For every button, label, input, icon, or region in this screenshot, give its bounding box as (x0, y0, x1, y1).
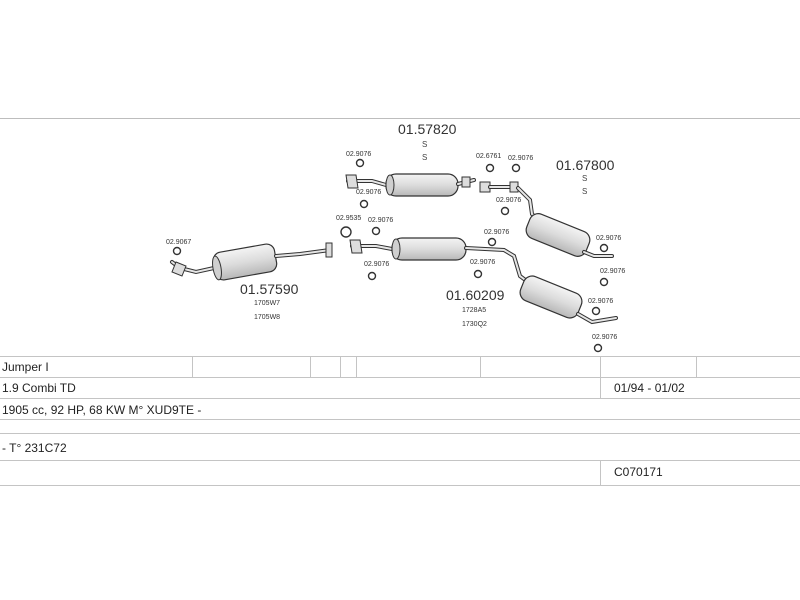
part-mark-s-2: S (422, 153, 427, 162)
upper-rear-muffler (516, 186, 614, 258)
clip-02-9076-e-icon (599, 243, 609, 253)
clip-label-02-9076-i: 02.9076 (484, 229, 509, 236)
clip-label-02-9067: 02.9067 (166, 239, 191, 246)
clip-02-9076-k-icon (591, 306, 601, 316)
upper-rear-muffler-body (525, 213, 591, 257)
clip-02-6761-icon (485, 163, 495, 173)
upper-centre-muffler (345, 173, 476, 197)
top-frame-line (0, 118, 800, 119)
part-code-1730q2: 1730Q2 (462, 321, 487, 328)
engine-spec: 1905 cc, 92 HP, 68 KW M° XUD9TE - (2, 403, 202, 417)
clip-02-9076-g-icon (371, 226, 381, 236)
part-code-1728a5: 1728A5 (462, 307, 486, 314)
part-number-01-67800: 01.67800 (556, 157, 615, 173)
lower-rear-muffler-body (519, 275, 583, 319)
connector-pipe (479, 181, 519, 193)
column-divider (600, 461, 601, 486)
front-pipe-flange (325, 242, 333, 258)
part-code-1705w7: 1705W7 (254, 300, 280, 307)
clip-02-9076-i-icon (487, 237, 497, 247)
clip-02-9076-a-icon (355, 158, 365, 168)
clip-label-02-9076-c: 02.9076 (508, 155, 533, 162)
front-muffler-body (212, 243, 278, 281)
part-code-1705w8: 1705W8 (254, 314, 280, 321)
upper-muffler-end (385, 174, 395, 196)
clip-label-02-9076-a: 02.9076 (346, 151, 371, 158)
table-row-blank (0, 419, 800, 434)
clip-02-9076-h-icon (367, 271, 377, 281)
upper-outlet-clamp (461, 176, 471, 188)
column-divider (600, 378, 601, 399)
clip-label-02-9076-l: 02.9076 (592, 334, 617, 341)
clip-label-02-9076-b: 02.9076 (356, 189, 381, 196)
lower-muffler-end (391, 238, 401, 260)
clip-label-02-9076-e: 02.9076 (596, 235, 621, 242)
upper-muffler-body (385, 173, 459, 197)
variant-name: 1.9 Combi TD (2, 381, 76, 395)
clip-02-9076-j-icon (473, 269, 483, 279)
table-row-catalog: C070171 (0, 460, 800, 486)
type-code: - T° 231C72 (2, 441, 67, 455)
lower-outlet-pipe-inner (465, 247, 529, 283)
exhaust-diagram: 01.57590 1705W7 1705W8 02.9067 01.57820 … (166, 121, 625, 353)
part-mark-s-3: S (582, 174, 587, 183)
lower-inlet-flange (349, 239, 363, 254)
clip-02-9076-c-icon (511, 163, 521, 173)
clip-02-9535-icon (340, 226, 352, 238)
clip-02-9076-b-icon (359, 199, 369, 209)
clip-02-9067-icon (172, 246, 182, 256)
front-pipe-outlet-inner (275, 249, 331, 257)
part-number-01-60209: 01.60209 (446, 287, 505, 303)
column-divider (480, 357, 481, 378)
clip-02-9076-l-icon (593, 343, 603, 353)
lower-muffler-body (391, 237, 467, 261)
table-row-type: - T° 231C72 (0, 433, 800, 461)
catalog-code: C070171 (614, 465, 663, 479)
clip-02-9076-d-icon (500, 206, 510, 216)
front-pipe-muffler (170, 242, 333, 281)
lower-rear-tailpipe-inner (577, 313, 617, 324)
lower-rear-muffler (519, 275, 618, 325)
lower-centre-muffler (349, 237, 530, 284)
table-bottom-line (0, 485, 800, 486)
upper-inlet-flange (345, 174, 359, 189)
table-row-variant: 1.9 Combi TD 01/94 - 01/02 (0, 377, 800, 399)
clip-label-02-9076-j: 02.9076 (470, 259, 495, 266)
clip-label-02-9535: 02.9535 (336, 215, 361, 222)
part-number-01-57820: 01.57820 (398, 121, 457, 137)
production-years: 01/94 - 01/02 (614, 381, 685, 395)
clip-label-02-9076-g: 02.9076 (368, 217, 393, 224)
clip-label-02-9076-h: 02.9076 (364, 261, 389, 268)
part-number-01-57590: 01.57590 (240, 281, 299, 297)
clip-label-02-9076-k: 02.9076 (588, 298, 613, 305)
column-divider (340, 357, 341, 378)
column-divider (356, 357, 357, 378)
model-name: Jumper I (2, 360, 49, 374)
table-row-model: Jumper I (0, 356, 800, 378)
front-muffler-end (212, 255, 222, 281)
upper-rear-tailpipe-inner (583, 251, 613, 257)
column-divider (310, 357, 311, 378)
clip-label-02-6761: 02.6761 (476, 153, 501, 160)
clip-label-02-9076-f: 02.9076 (600, 268, 625, 275)
part-mark-s-1: S (422, 140, 427, 149)
column-divider (192, 357, 193, 378)
column-divider (696, 357, 697, 378)
column-divider (600, 357, 601, 378)
clip-label-02-9076-d: 02.9076 (496, 197, 521, 204)
clip-02-9076-f-icon (599, 277, 609, 287)
table-row-engine: 1905 cc, 92 HP, 68 KW M° XUD9TE - (0, 398, 800, 420)
front-pipe-end-flange (171, 261, 187, 277)
part-mark-s-4: S (582, 187, 587, 196)
